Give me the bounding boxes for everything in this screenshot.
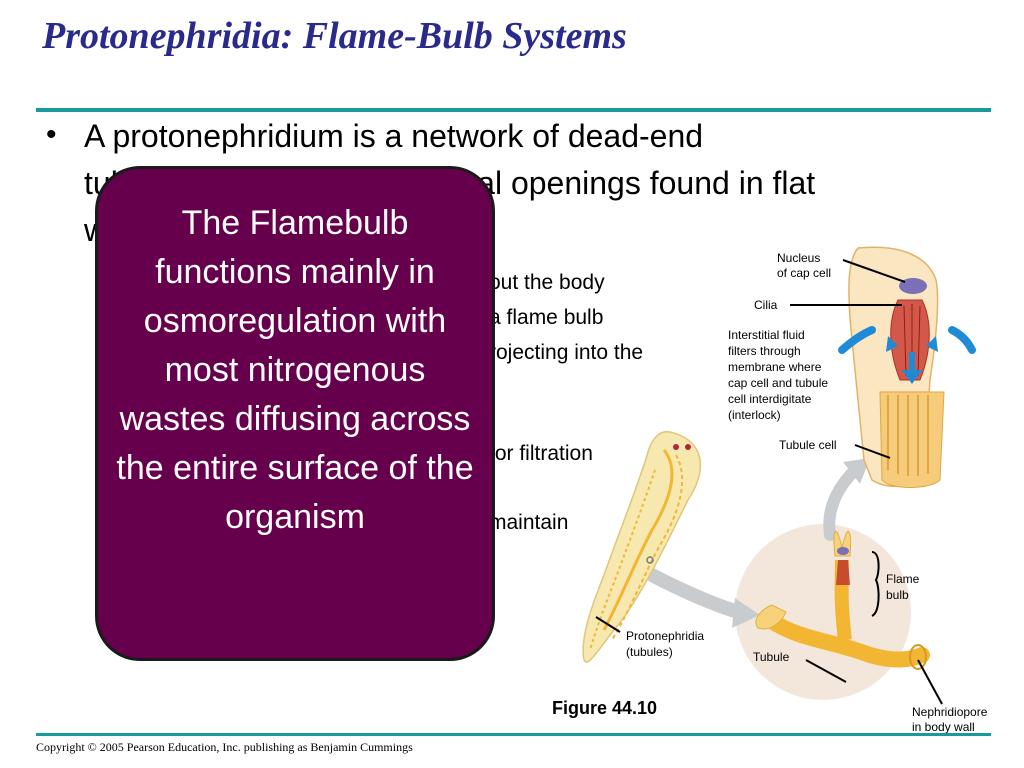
label-nucleus-2: of cap cell: [777, 266, 832, 280]
cilia-strand-3: [917, 305, 921, 377]
bullet-line-1: A protonephridium is a network of dead-e…: [84, 118, 704, 154]
label-interstitial-5: cell interdigitate: [728, 392, 812, 406]
zoom-arrow-1-head: [732, 598, 760, 628]
flow-arrowhead-left: [886, 336, 898, 352]
label-protonephridia-2: (tubules): [626, 645, 673, 659]
sub-text-line-5: maintain: [489, 511, 569, 534]
flow-arrowhead-down: [902, 370, 922, 384]
pointer-tubule: [805, 659, 847, 683]
callout-box: The Flamebulb functions mainly in osmore…: [95, 166, 495, 661]
inset-cilia: [836, 560, 850, 585]
sub-text-line-2: a flame bulb: [489, 306, 604, 329]
zoom-arrow-2: [823, 464, 861, 541]
label-cilia: Cilia: [754, 298, 778, 312]
inset-flame-bulb-2: [755, 604, 787, 630]
label-interstitial-2: filters through: [728, 344, 801, 358]
figure-caption: Figure 44.10: [552, 698, 658, 718]
flow-arrow-right: [948, 326, 976, 354]
label-tubule: Tubule: [753, 650, 790, 664]
inset-nephridiopore: [909, 644, 927, 670]
pointer-protonephridia: [595, 616, 621, 633]
flatworm-tubule-2: [611, 454, 684, 641]
sub-text-line-1: out the body: [489, 271, 605, 294]
sub-text-line-4: for filtration: [489, 442, 593, 465]
label-protonephridia-1: Protonephridia: [626, 629, 705, 643]
flatworm-eyespot-left: [673, 444, 679, 450]
footer-divider: [36, 733, 991, 736]
copyright-notice: Copyright © 2005 Pearson Education, Inc.…: [36, 740, 413, 754]
label-nucleus-1: Nucleus: [777, 251, 821, 265]
pointer-nucleus: [842, 259, 906, 283]
pointer-nephridiopore: [917, 659, 943, 705]
slide-title: Protonephridia: Flame-Bulb Systems: [42, 15, 627, 57]
label-flame-bulb-2: bulb: [886, 588, 909, 602]
flatworm-body: [582, 430, 702, 663]
pointer-tubule-cell: [854, 444, 891, 459]
flatworm-eyespot-right: [685, 444, 691, 450]
cilia-strand-1: [903, 305, 907, 377]
bullet-marker: •: [46, 118, 57, 151]
flow-arrowhead-right: [926, 336, 938, 352]
zoom-arrow-2-head: [843, 458, 870, 484]
label-interstitial-1: Interstitial fluid: [728, 328, 805, 342]
label-flame-bulb-1: Flame: [886, 572, 920, 586]
flatworm-pore-marker: [646, 556, 654, 564]
inset-tubule: [762, 612, 930, 668]
label-nephridiopore-2: in body wall: [912, 720, 975, 734]
label-interstitial-6: (interlock): [728, 408, 781, 422]
label-interstitial-3: membrane where: [728, 360, 822, 374]
label-interstitial-4: cap cell and tubule: [728, 376, 829, 390]
inset-nucleus: [837, 547, 849, 555]
flow-arrow-left: [838, 326, 876, 354]
flatworm-tubule-3: [589, 469, 656, 651]
label-nephridiopore-1: Nephridiopore: [912, 705, 988, 719]
title-divider: [36, 108, 991, 112]
detail-nucleus: [899, 278, 927, 294]
flatworm-tubule-1: [602, 449, 674, 631]
sub-text-line-3: rojecting into the: [489, 341, 644, 364]
detail-tubule-cell: [879, 391, 945, 488]
flame-bulb-bracket: [871, 551, 880, 617]
label-tubule-cell: Tubule cell: [779, 438, 837, 452]
callout-text: The Flamebulb functions mainly in osmore…: [116, 204, 474, 536]
zoom-arrow-1: [645, 568, 745, 619]
